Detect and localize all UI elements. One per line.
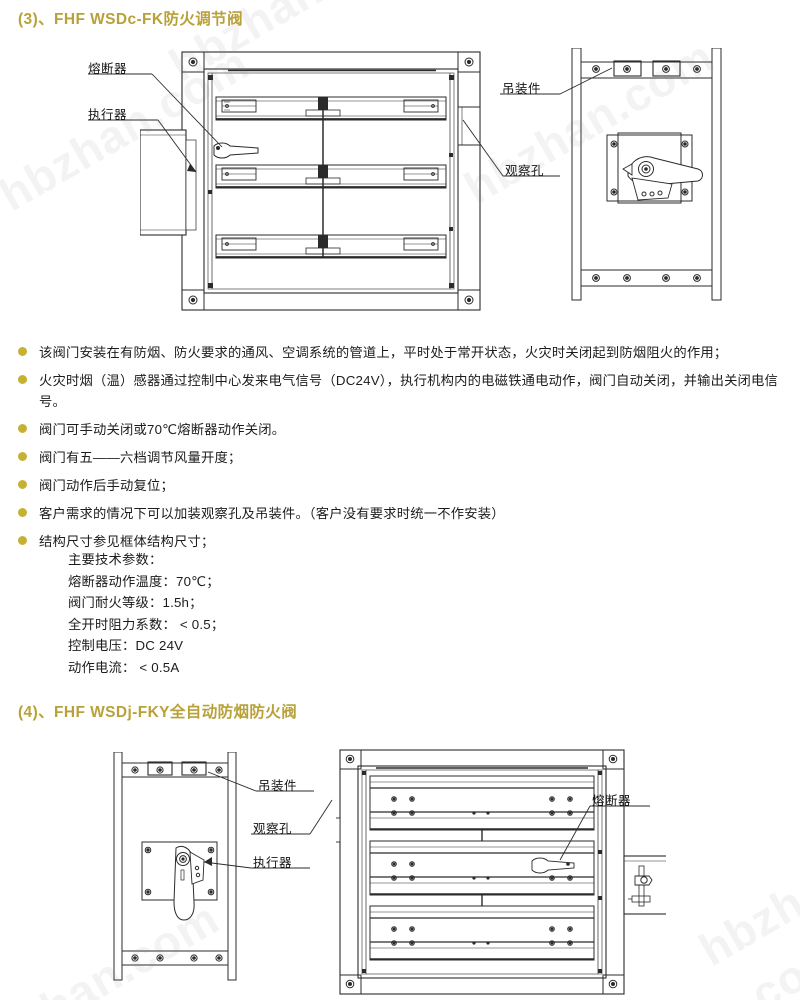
- spec-item: 控制电压：DC 24V: [68, 638, 184, 653]
- list-item: 客户需求的情况下可以加装观察孔及吊装件。（客户没有要求时统一不作安装）: [18, 503, 788, 524]
- leaders-figure-1: [88, 67, 613, 177]
- section-4-title: (4)、FHF WSDj-FKY全自动防烟防火阀: [18, 704, 298, 721]
- technical-parameters-block: 主要技术参数： 熔断器动作温度：70℃； 阀门耐火等级：1.5h； 全开时阻力系…: [68, 549, 224, 678]
- list-item: 阀门动作后手动复位；: [18, 475, 788, 496]
- bullet-text: 该阀门安装在有防烟、防火要求的通风、空调系统的管道上，平时处于常开状态，火灾时关…: [39, 345, 728, 360]
- list-item: 阀门可手动关闭或70℃熔断器动作关闭。: [18, 419, 788, 440]
- handle-lever-vertical: [173, 845, 205, 921]
- bullet-text: 客户需求的情况下可以加装观察孔及吊装件。（客户没有要求时统一不作安装）: [39, 506, 505, 521]
- figure-wsdj-fky-front-view: [336, 744, 666, 1002]
- spec-item: 全开时阻力系数： < 0.5；: [68, 616, 225, 632]
- bullet-text: 结构尺寸参见框体结构尺寸；: [39, 534, 215, 549]
- bullet-marker: [18, 424, 27, 433]
- label-hoist-s3: 吊装件: [502, 82, 542, 96]
- front-view-2-svg: [336, 749, 666, 995]
- label-actuator-s4: 执行器: [253, 856, 293, 870]
- figure-wsdc-fk-side-view: [560, 48, 750, 313]
- bullet-marker: [18, 508, 27, 517]
- fuse-link-detail: [213, 142, 259, 159]
- label-viewport-s3: 观察孔: [505, 164, 545, 178]
- side-view-2-svg: [113, 752, 237, 981]
- bullet-text: 火灾时烟（温）感器通过控制中心发来电气信号（DC24V），执行机构内的电磁铁通电…: [39, 373, 779, 409]
- bullet-marker: [18, 375, 27, 384]
- bullet-marker: [18, 347, 27, 356]
- label-actuator-s3: 执行器: [88, 108, 128, 122]
- label-viewport-s4: 观察孔: [253, 822, 293, 836]
- section-3-title: (3)、FHF WSDc-FK防火调节阀: [18, 11, 243, 28]
- side-view-svg: [571, 48, 722, 301]
- list-item: 该阀门安装在有防烟、防火要求的通风、空调系统的管道上，平时处于常开状态，火灾时关…: [18, 342, 788, 363]
- list-item: 阀门有五——六档调节风量开度；: [18, 447, 788, 468]
- spec-item: 熔断器动作温度：70℃；: [68, 573, 220, 589]
- list-item: 火灾时烟（温）感器通过控制中心发来电气信号（DC24V），执行机构内的电磁铁通电…: [18, 370, 788, 412]
- bullet-text: 阀门可手动关闭或70℃熔断器动作关闭。: [39, 422, 286, 437]
- spec-item: 阀门耐火等级：1.5h；: [68, 595, 203, 610]
- label-fuse-s4: 熔断器: [592, 794, 632, 808]
- bullet-marker: [18, 452, 27, 461]
- bullet-text: 阀门有五——六档调节风量开度；: [39, 450, 242, 465]
- bullet-marker: [18, 480, 27, 489]
- label-fuse-s3: 熔断器: [88, 62, 128, 76]
- actuator-body-2: [623, 855, 666, 915]
- figure-wsdj-fky-side-view: [104, 752, 254, 987]
- feature-bullet-list: 该阀门安装在有防烟、防火要求的通风、空调系统的管道上，平时处于常开状态，火灾时关…: [18, 342, 788, 559]
- handle-lever: [622, 156, 703, 201]
- bullet-marker: [18, 536, 27, 545]
- label-hoist-s4: 吊装件: [258, 779, 298, 793]
- bullet-text: 阀门动作后手动复位；: [39, 478, 174, 493]
- spec-item: 动作电流： < 0.5A: [68, 659, 180, 675]
- specs-heading: 主要技术参数：: [68, 552, 163, 567]
- list-item: 结构尺寸参见框体结构尺寸；: [18, 531, 788, 552]
